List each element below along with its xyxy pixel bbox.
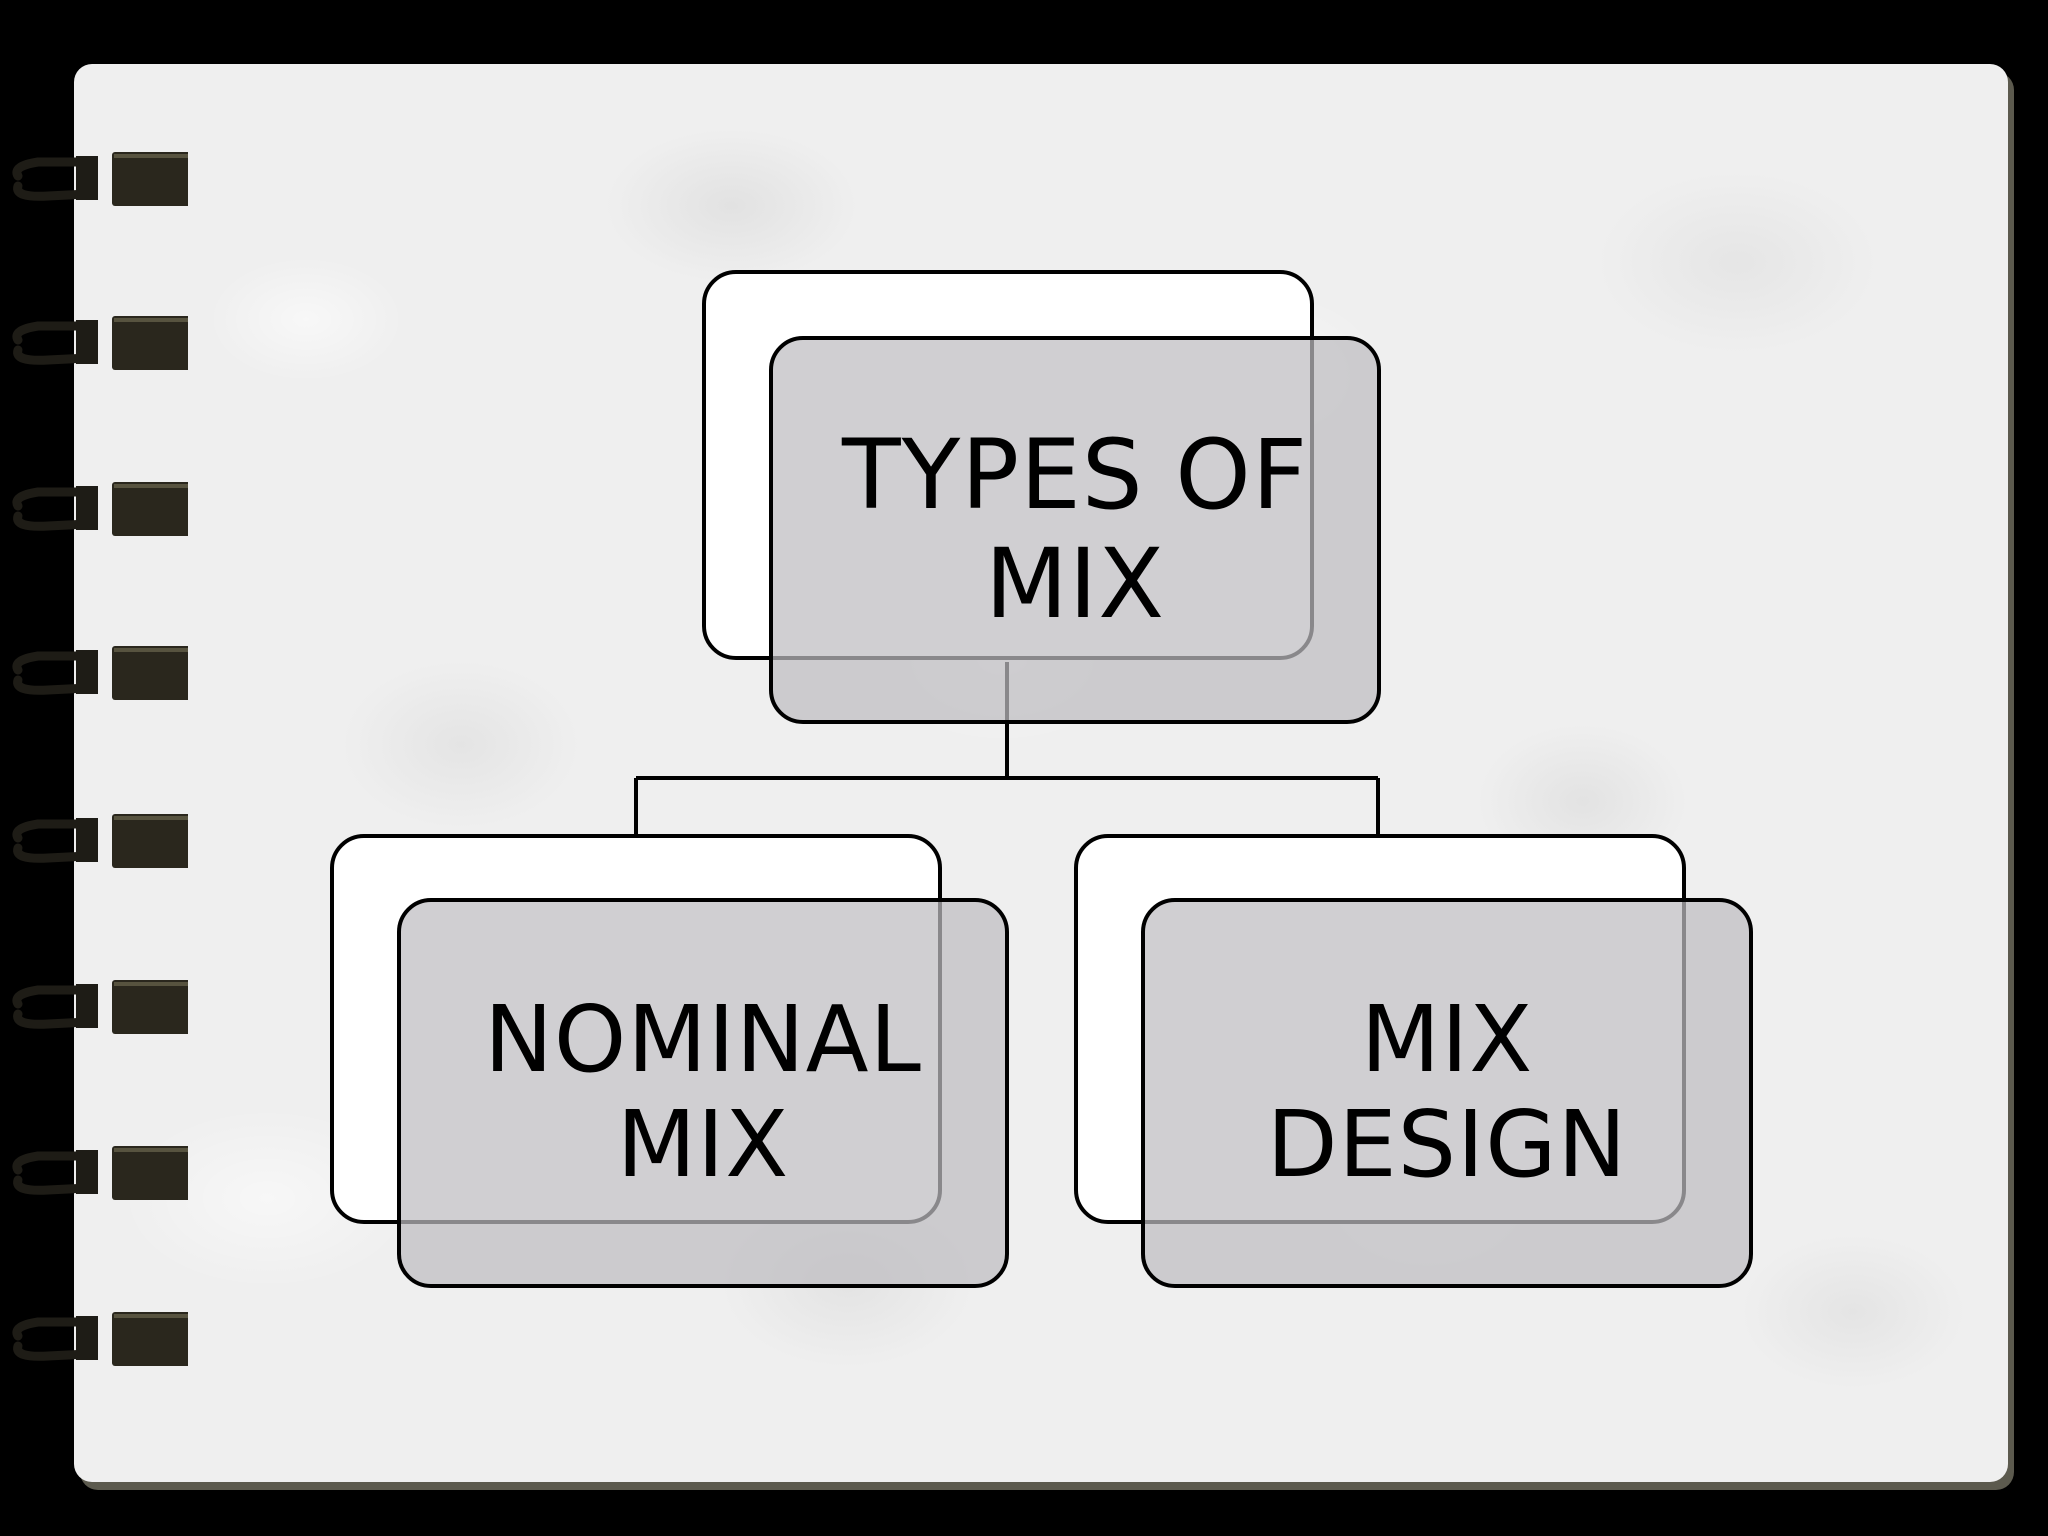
child-node-left-front xyxy=(397,898,1009,1288)
root-node-front xyxy=(769,336,1381,724)
binding-ring-icon xyxy=(8,148,188,208)
binding-ring-icon xyxy=(8,1308,188,1368)
child-node-left-label: NOMINAL MIX xyxy=(484,986,922,1198)
child-node-right-label: MIX DESIGN xyxy=(1266,986,1628,1198)
binding-ring-icon xyxy=(8,1142,188,1202)
root-node-label: TYPES OF MIX xyxy=(841,418,1309,640)
child-node-right-front xyxy=(1141,898,1753,1288)
binding-ring-icon xyxy=(8,810,188,870)
binding-ring-icon xyxy=(8,642,188,702)
binding-ring-icon xyxy=(8,478,188,538)
binding-ring-icon xyxy=(8,312,188,372)
binding-ring-icon xyxy=(8,976,188,1036)
